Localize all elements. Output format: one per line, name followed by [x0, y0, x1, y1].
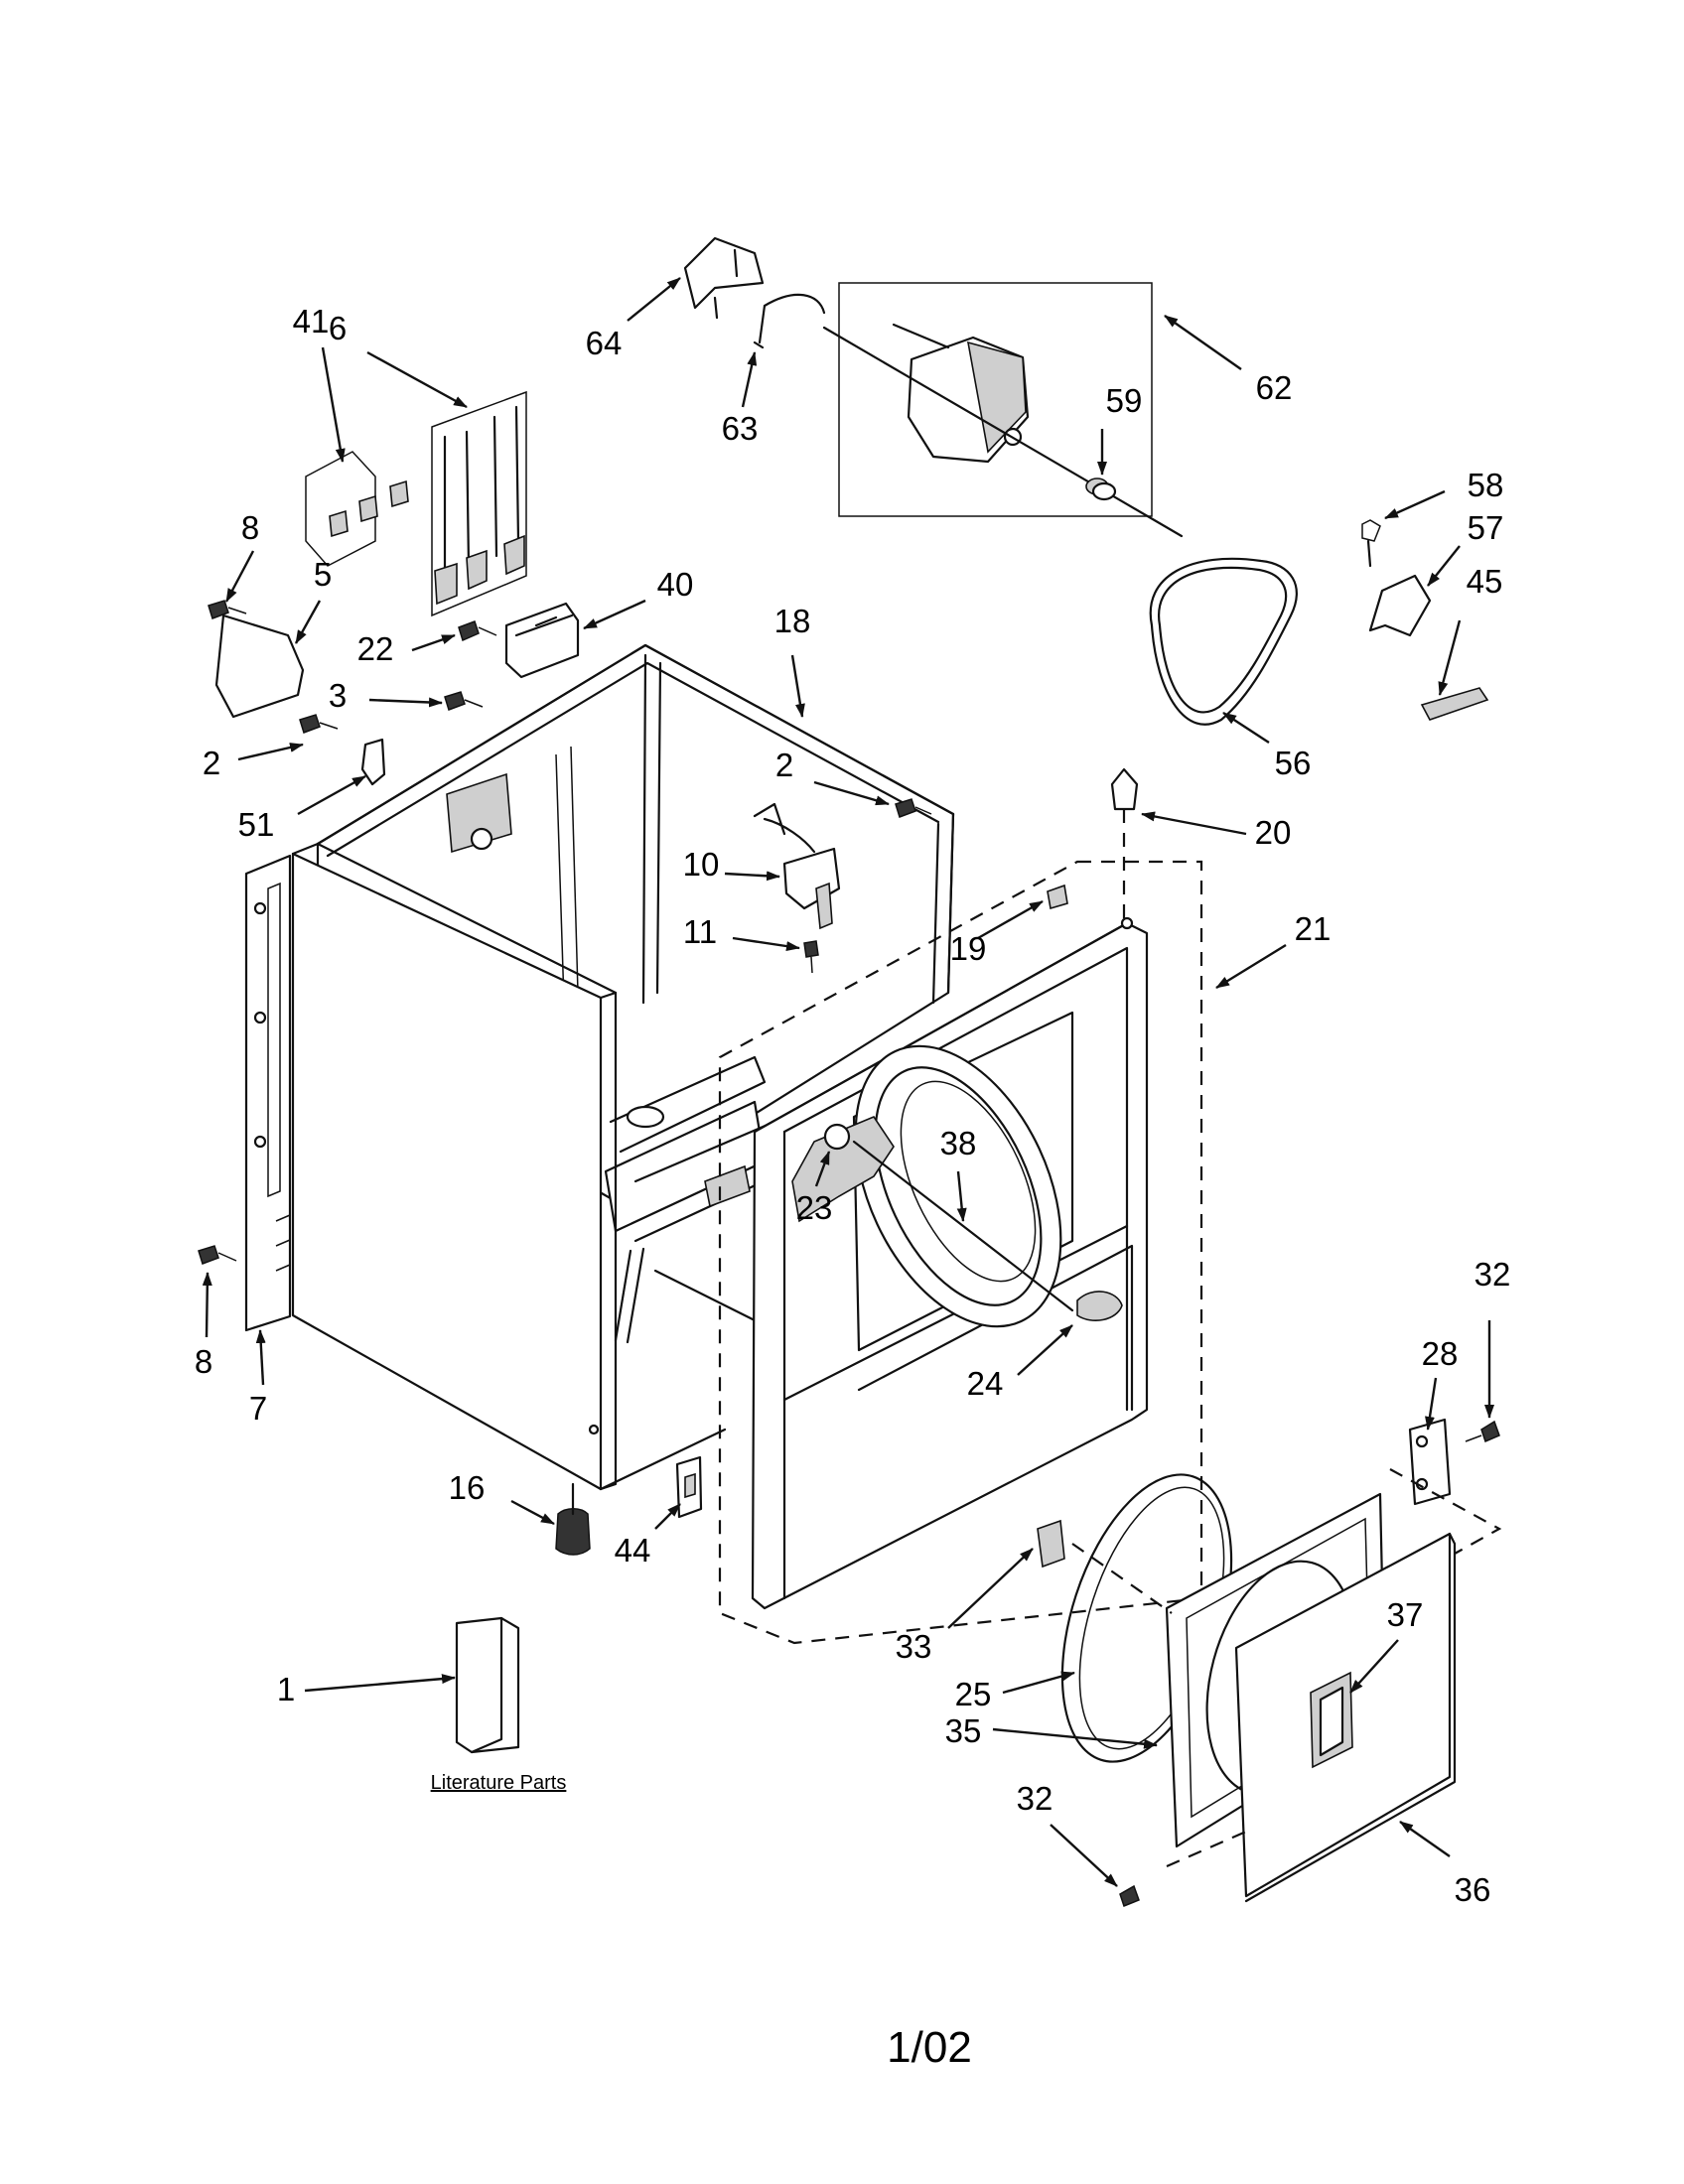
drive-belt — [1149, 557, 1298, 726]
cabinet — [244, 643, 955, 1491]
footer-code: 1/02 — [887, 2023, 972, 2072]
callout-7: 7 — [249, 1390, 267, 1427]
callout-16: 16 — [449, 1469, 486, 1506]
callout-numbers: 1 2 2 3 5 6 7 8 8 10 11 16 18 19 20 21 2… — [195, 303, 1511, 1908]
callout-28: 28 — [1422, 1335, 1459, 1372]
idler-assembly — [1361, 519, 1489, 721]
callout-23: 23 — [796, 1189, 833, 1226]
callout-8: 8 — [195, 1343, 212, 1380]
callout-6: 6 — [329, 310, 347, 346]
callout-44: 44 — [615, 1532, 651, 1569]
callout-58: 58 — [1468, 467, 1504, 503]
front-panel — [718, 860, 1203, 1645]
callout-21: 21 — [1295, 910, 1332, 947]
callout-59: 59 — [1106, 382, 1143, 419]
callout-41: 41 — [293, 303, 330, 340]
callout-56: 56 — [1275, 745, 1312, 781]
thermostat-group — [305, 390, 580, 679]
callout-62: 62 — [1256, 369, 1293, 406]
callout-35: 35 — [945, 1712, 982, 1749]
callout-18: 18 — [774, 603, 811, 639]
callout-20: 20 — [1255, 814, 1292, 851]
callout-1: 1 — [277, 1671, 295, 1707]
callout-36: 36 — [1455, 1871, 1491, 1908]
callout-33: 33 — [896, 1628, 932, 1665]
callout-11: 11 — [683, 913, 717, 950]
callout-64: 64 — [586, 325, 623, 361]
callout-10: 10 — [683, 846, 720, 883]
small-parts — [198, 600, 1500, 1907]
callout-32: 32 — [1474, 1256, 1511, 1293]
callout-51: 51 — [238, 806, 275, 843]
callout-32: 32 — [1017, 1780, 1053, 1817]
callout-22: 22 — [357, 630, 394, 667]
callout-57: 57 — [1468, 509, 1504, 546]
callout-8: 8 — [241, 509, 259, 546]
motor-assembly — [683, 236, 1184, 538]
callout-38: 38 — [940, 1125, 977, 1161]
callout-37: 37 — [1387, 1596, 1424, 1633]
callout-2: 2 — [203, 745, 220, 781]
callout-24: 24 — [967, 1365, 1004, 1402]
callout-45: 45 — [1467, 563, 1503, 600]
callout-19: 19 — [950, 930, 987, 967]
leader-lines — [202, 277, 1494, 1887]
callout-5: 5 — [314, 556, 332, 593]
literature-parts-label: Literature Parts — [431, 1772, 567, 1794]
callout-25: 25 — [955, 1676, 992, 1712]
callout-2: 2 — [775, 747, 793, 783]
callout-63: 63 — [722, 410, 759, 447]
callout-40: 40 — [657, 566, 694, 603]
door-assembly — [1037, 1418, 1502, 1903]
callout-3: 3 — [329, 677, 347, 714]
